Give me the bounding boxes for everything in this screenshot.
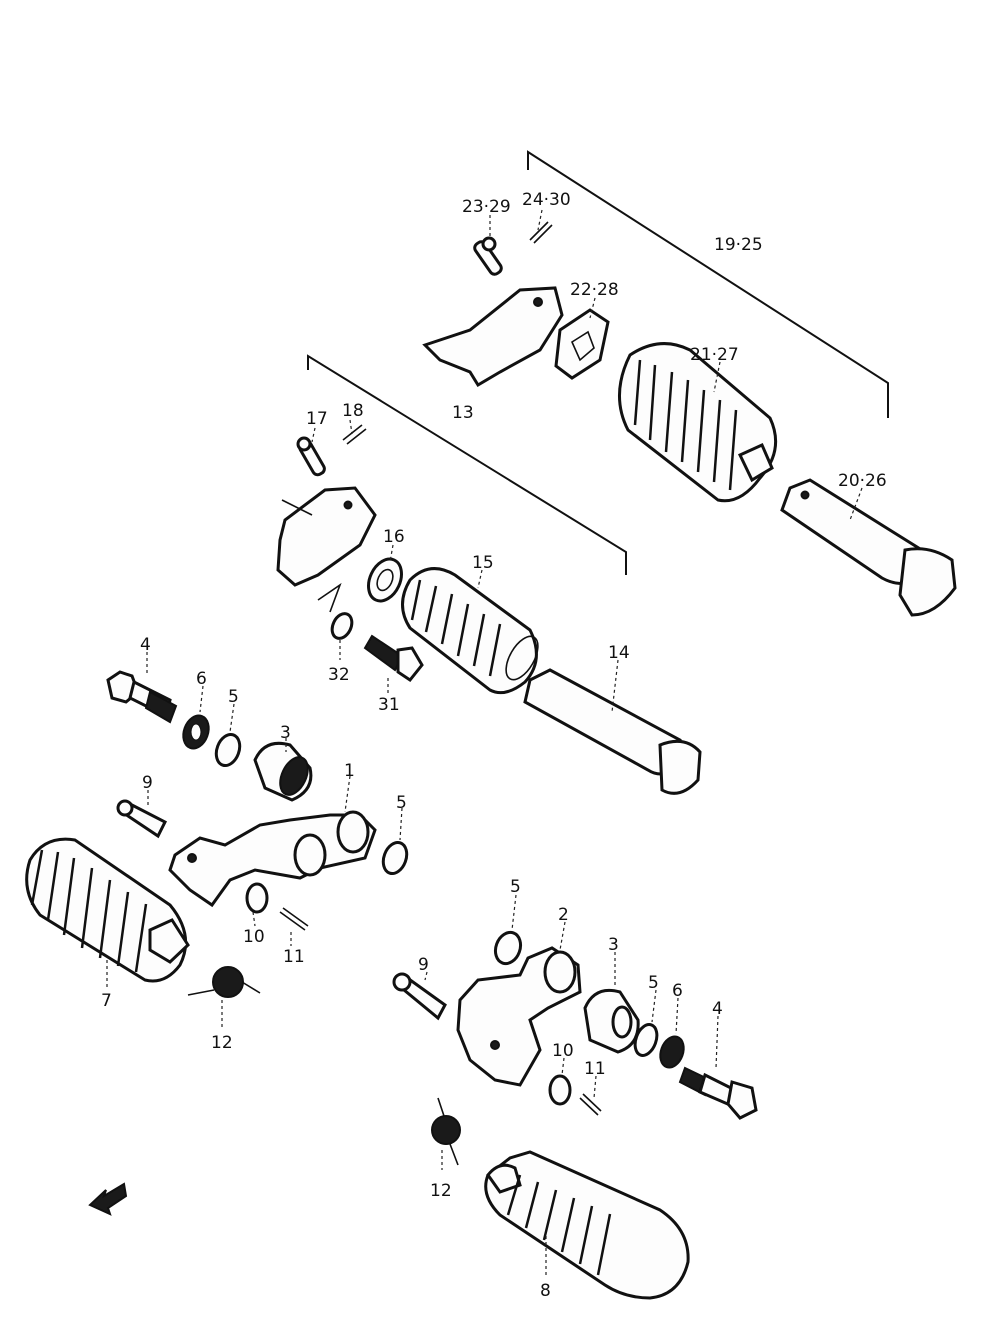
pin-9-lower <box>392 972 447 1021</box>
label-21-27: 21·27 <box>690 345 739 365</box>
label-7: 7 <box>101 991 112 1011</box>
label-11-lower: 11 <box>584 1059 606 1079</box>
washer-32 <box>330 612 354 640</box>
footrest-rubber-7 <box>25 837 190 983</box>
rear-footrest-bracket <box>422 286 564 388</box>
label-11-upper: 11 <box>283 947 305 967</box>
washer-5-lower-right <box>633 1023 659 1057</box>
left-pivot-parts <box>25 670 409 998</box>
label-10-lower: 10 <box>552 1041 574 1061</box>
bolt-4-upper <box>106 670 178 724</box>
bolt-4-lower <box>678 1066 758 1120</box>
label-5-lower-left: 5 <box>510 877 521 897</box>
label-18: 18 <box>342 401 364 421</box>
collar-3-upper <box>253 741 313 802</box>
pin-17 <box>296 436 326 477</box>
label-14: 14 <box>608 643 630 663</box>
label-10-upper: 10 <box>243 927 265 947</box>
collar-3-lower <box>583 988 640 1054</box>
part-labels: 23·29 24·30 19·25 22·28 21·27 20·26 17 1… <box>101 190 887 1301</box>
footrest-holder-1 <box>168 810 377 908</box>
label-19-25: 19·25 <box>714 235 763 255</box>
spring-12-lower <box>431 1097 461 1166</box>
label-12-lower: 12 <box>430 1181 452 1201</box>
gasket-22-28 <box>554 308 610 380</box>
washer-6-lower <box>659 1035 685 1069</box>
cotter-pin-11-upper <box>279 907 309 931</box>
label-23-29: 23·29 <box>462 197 511 217</box>
bracket-13 <box>307 354 627 575</box>
label-22-28: 22·28 <box>570 280 619 300</box>
label-2: 2 <box>558 905 569 925</box>
label-13: 13 <box>452 403 474 423</box>
pin-23-29 <box>473 236 503 276</box>
label-5-upper: 5 <box>228 687 239 707</box>
arrow-left-icon <box>88 1182 128 1216</box>
label-1: 1 <box>344 761 355 781</box>
front-footrest-assembly-13 <box>276 354 702 795</box>
label-6-upper: 6 <box>196 669 207 689</box>
rear-footrest-pin-20-26 <box>780 478 957 617</box>
rear-footrest-assembly <box>422 150 957 617</box>
washer-16 <box>367 557 403 603</box>
washer-5-lower-left <box>493 930 523 966</box>
cotter-pin-18 <box>342 424 367 445</box>
bracket-19-25 <box>527 150 889 418</box>
label-31: 31 <box>378 695 400 715</box>
footrest-bracket-13 <box>276 486 377 587</box>
label-8: 8 <box>540 1281 551 1301</box>
label-17: 17 <box>306 409 328 429</box>
pin-9-upper <box>116 799 168 839</box>
footrest-pin-14 <box>523 668 702 795</box>
label-4-upper: 4 <box>140 635 151 655</box>
washer-5-holder <box>381 841 409 875</box>
label-4-lower: 4 <box>712 999 723 1019</box>
label-12-upper: 12 <box>211 1033 233 1053</box>
label-3-upper: 3 <box>280 723 291 743</box>
label-9-lower: 9 <box>418 955 429 975</box>
label-9-upper: 9 <box>142 773 153 793</box>
label-3-lower: 3 <box>608 935 619 955</box>
label-20-26: 20·26 <box>838 471 887 491</box>
right-pivot-parts <box>392 930 758 1300</box>
washer-6-upper <box>182 714 210 750</box>
footrest-rubber-8 <box>484 1150 690 1300</box>
spring-12-upper <box>187 966 261 998</box>
rear-footrest-rubber-21-27 <box>618 342 778 503</box>
label-15: 15 <box>472 553 494 573</box>
leader-lines <box>106 209 863 1278</box>
cotter-pin-24-30 <box>529 221 553 244</box>
washer-10-lower <box>548 1074 572 1106</box>
label-5-lower-right: 5 <box>648 973 659 993</box>
washer-5-upper <box>214 733 242 767</box>
label-24-30: 24·30 <box>522 190 571 210</box>
label-6-lower: 6 <box>672 981 683 1001</box>
label-16: 16 <box>383 527 405 547</box>
label-32: 32 <box>328 665 350 685</box>
cotter-pin-11-lower <box>579 1093 602 1116</box>
bolt-31 <box>363 634 424 683</box>
washer-10-upper <box>245 882 269 914</box>
footrest-rubber-15 <box>401 567 539 695</box>
label-5-holder: 5 <box>396 793 407 813</box>
footrest-holder-2 <box>456 946 582 1087</box>
